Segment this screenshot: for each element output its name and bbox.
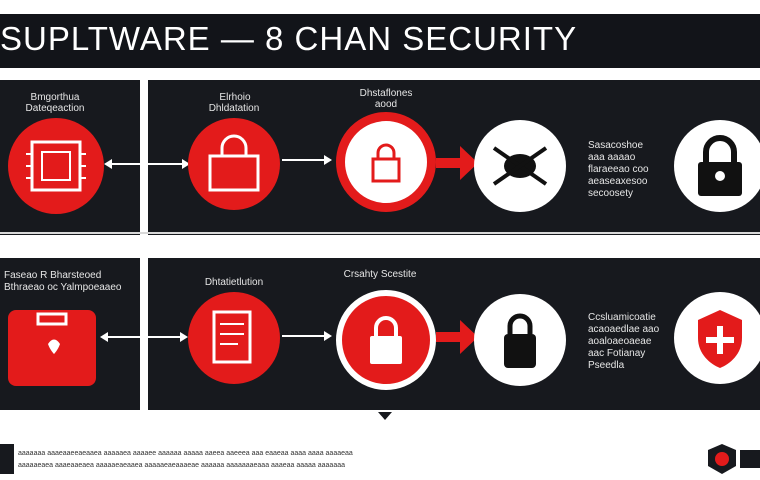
title-bar — [0, 14, 760, 68]
lock-document-icon — [336, 112, 436, 212]
row1-rail — [0, 232, 760, 234]
arrow-head-right — [324, 331, 332, 341]
footer-logo-icon — [706, 442, 760, 476]
red-arrow — [436, 158, 460, 168]
row1-desc-1: Sasacoshoe — [588, 140, 644, 151]
row2-desc-1: Ccsluamicoatie — [588, 312, 656, 323]
row1-step3-label-1: Dhstaflones — [359, 88, 413, 99]
connector-arrow — [110, 163, 182, 165]
shield-icon — [674, 292, 760, 384]
row2-side-label-2: Bthraeao oc Yalmpoeaaeo — [4, 282, 122, 293]
row1-desc-5: secoosety — [588, 188, 634, 199]
connector-arrow — [282, 335, 326, 337]
row2-desc-2: acaoaedlae aao — [588, 324, 660, 335]
hacker-icon — [474, 120, 566, 212]
arrow-head-left — [104, 159, 112, 169]
lock-icon — [674, 120, 760, 212]
row1-step3-label-2: aood — [374, 99, 398, 110]
row1-desc-3: flaraeeao coo — [588, 164, 649, 175]
padlock-folder-icon — [188, 118, 280, 210]
connector-arrow — [282, 159, 326, 161]
briefcase-icon — [8, 310, 96, 386]
down-marker — [378, 412, 392, 425]
document-icon — [188, 292, 280, 384]
row2-desc-5: Pseedla — [588, 360, 625, 371]
row1-side-label-1: Bmgorthua — [30, 92, 80, 103]
row1-desc-2: aaa aaaao — [588, 152, 636, 163]
red-arrow-head — [460, 320, 478, 354]
footer-line-1: aaaaaaa aaaeaaeeaeaaea aaaaaea aaaaee aa… — [18, 450, 353, 457]
row1-side-label-2: Dateqeaction — [25, 103, 85, 114]
arrow-head-right — [182, 159, 190, 169]
dark-lock-icon — [474, 294, 566, 386]
red-arrow — [436, 332, 460, 342]
arrow-head-left — [100, 332, 108, 342]
red-arrow-head — [460, 146, 478, 180]
footer-badge-left — [0, 444, 14, 474]
row2-step3-label: Crsahty Scestite — [343, 269, 417, 280]
row1-desc-4: aeaseaxesoo — [588, 176, 648, 187]
row1-step2-label-2: Dhldatation — [208, 103, 260, 114]
chip-icon — [8, 118, 104, 214]
row1-step2-label-1: Elrhoio — [219, 92, 251, 103]
page-title: SUPLTWARE — 8 CHAN SECURITY — [0, 20, 578, 57]
arrow-head-right — [324, 155, 332, 165]
footer-line-2: aaaaaeaea aaaeaaeaea aaaaaeaeaaea aaaaae… — [18, 462, 346, 469]
arrow-head-right — [180, 332, 188, 342]
row2-desc-4: aac Fotianay — [588, 348, 646, 359]
row2-side-label-1: Faseao R Bharsteoed — [4, 270, 102, 281]
padlock-icon — [336, 290, 436, 390]
row2-step2-label: Dhtatietlution — [204, 277, 264, 288]
connector-arrow — [108, 336, 180, 338]
row2-desc-3: aoaloaeoaeae — [588, 336, 652, 347]
